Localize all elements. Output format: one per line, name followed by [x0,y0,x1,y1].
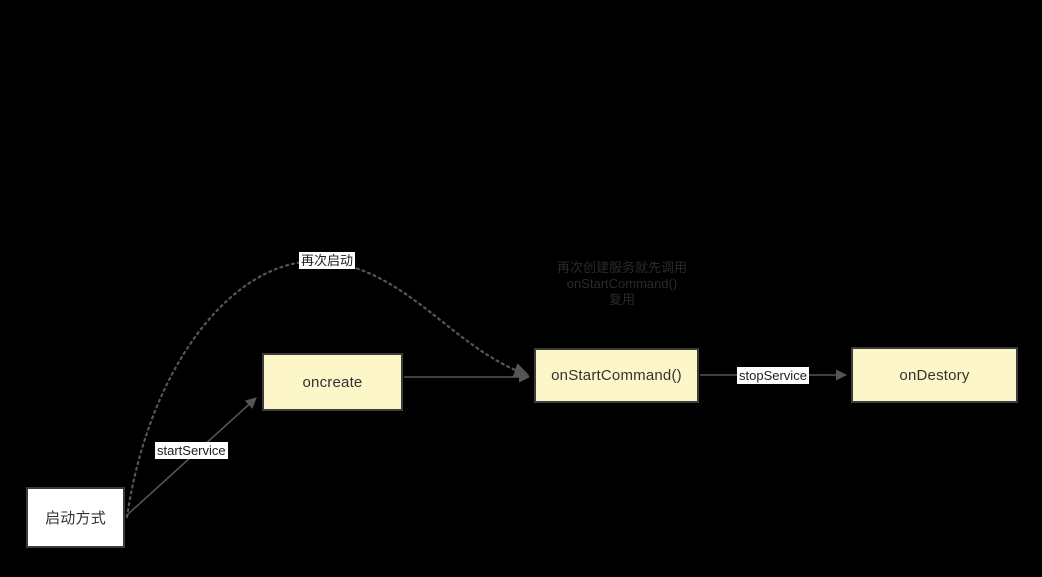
edge-label-stop-service: stopService [737,367,809,384]
edge-label-start-service: startService [155,442,228,459]
node-start-mode[interactable]: 启动方式 [26,487,125,548]
node-onstartcommand-label: onStartCommand() [551,367,682,384]
edge-label-restart: 再次启动 [299,252,356,269]
note-reuse: 再次创建服务就先调用 onStartCommand() 复用 [556,260,687,307]
node-ondestory[interactable]: onDestory [851,347,1018,403]
node-ondestory-label: onDestory [899,366,970,384]
node-oncreate[interactable]: oncreate [262,353,403,411]
node-oncreate-label: oncreate [302,373,363,391]
node-start-mode-label: 启动方式 [45,510,106,527]
node-onstartcommand[interactable]: onStartCommand() [534,348,699,403]
